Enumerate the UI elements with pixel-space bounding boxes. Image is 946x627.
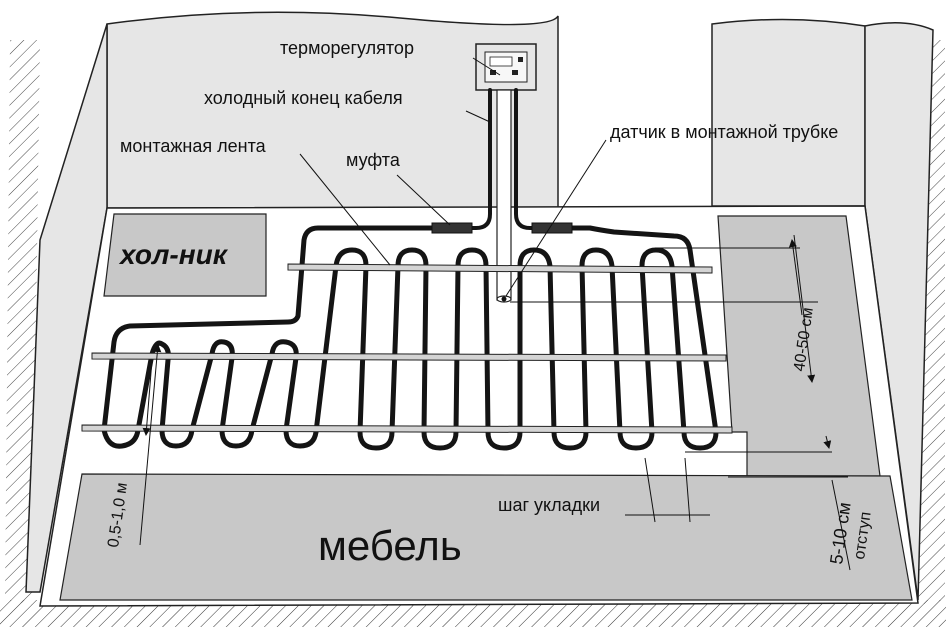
label-offset: отступ (851, 511, 874, 561)
wall-right (711, 18, 866, 207)
cable-segment (514, 88, 538, 230)
label-sensor: датчик в монтажной трубке (610, 122, 838, 142)
fridge-area (103, 213, 267, 297)
label-mounting-tape: монтажная лента (120, 136, 267, 156)
cable-segment (101, 225, 435, 433)
mounting-tape-strip (91, 352, 727, 362)
label-thermostat: терморегулятор (280, 38, 414, 58)
coupling-right (531, 222, 573, 234)
thermostat (475, 43, 537, 91)
mounting-tape-strip (81, 424, 733, 434)
cable-segment (313, 225, 719, 451)
label-coupling: муфта (346, 150, 401, 170)
mounting-tape-strip (287, 263, 713, 274)
furniture-bottom (59, 473, 913, 601)
mounting-tapes (81, 263, 733, 434)
wall-left (106, 11, 559, 209)
label-fridge: хол-ник (118, 239, 229, 270)
label-cold-end: холодный конец кабеля (204, 88, 403, 108)
wall-left-side (25, 23, 108, 593)
cable-segment (466, 88, 492, 230)
leader-lines (139, 57, 851, 571)
label-step: шаг укладки (498, 495, 600, 515)
label-furniture: мебель (318, 522, 462, 569)
coupling-left (431, 222, 473, 234)
wall-right-side (864, 22, 934, 601)
